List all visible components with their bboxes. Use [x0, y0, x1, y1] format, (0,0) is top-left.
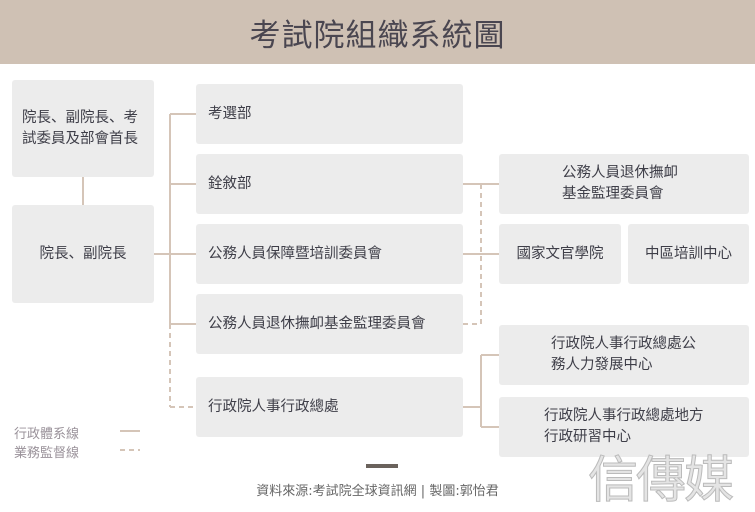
box-president-committee: 院長、副院長、考試委員及部會首長 — [12, 80, 154, 177]
box-pension-fund: 公務人員退休撫卹基金監理委員會 — [196, 294, 463, 354]
box-hr-development: 行政院人事行政總處公務人力發展中心 — [499, 325, 749, 385]
watermark-logo: 信傳媒 — [588, 451, 735, 510]
box-label: 公務人員退休撫卹基金監理委員會 — [562, 165, 678, 202]
box-label: 行政院人事行政總處地方行政研習中心 — [544, 408, 704, 445]
legend-dashed: 業務監督線 — [14, 446, 80, 461]
legend-solid: 行政體系線 — [14, 427, 80, 442]
box-local-admin-training: 行政院人事行政總處地方行政研習中心 — [499, 397, 749, 457]
box-fund-supervisory: 公務人員退休撫卹基金監理委員會 — [499, 154, 749, 214]
box-label: 銓敘部 — [208, 175, 252, 192]
box-label: 中區培訓中心 — [645, 245, 732, 262]
box-ministry-civil-service: 銓敘部 — [196, 154, 463, 214]
box-civil-service-academy: 國家文官學院 — [499, 224, 621, 284]
box-label: 公務人員退休撫卹基金監理委員會 — [208, 315, 426, 332]
source-caption: 資料來源:考試院全球資訊網 | 製圖:郭怡君 — [256, 484, 499, 499]
page-title: 考試院組織系統圖 — [0, 0, 755, 64]
box-label: 院長、副院長 — [39, 245, 127, 262]
box-ministry-examination: 考選部 — [196, 84, 463, 144]
box-label: 考選部 — [208, 105, 252, 122]
divider — [366, 464, 398, 468]
box-label: 國家文官學院 — [516, 245, 604, 262]
box-personnel-admin: 行政院人事行政總處 — [196, 377, 463, 437]
box-label: 院長、副院長、考試委員及部會首長 — [22, 109, 138, 147]
box-label: 行政院人事行政總處公務人力發展中心 — [551, 336, 696, 373]
box-central-training: 中區培訓中心 — [628, 224, 749, 284]
box-protection-training: 公務人員保障暨培訓委員會 — [196, 224, 463, 284]
box-label: 公務人員保障暨培訓委員會 — [208, 245, 382, 262]
box-label: 行政院人事行政總處 — [208, 398, 339, 415]
box-president: 院長、副院長 — [12, 205, 154, 303]
